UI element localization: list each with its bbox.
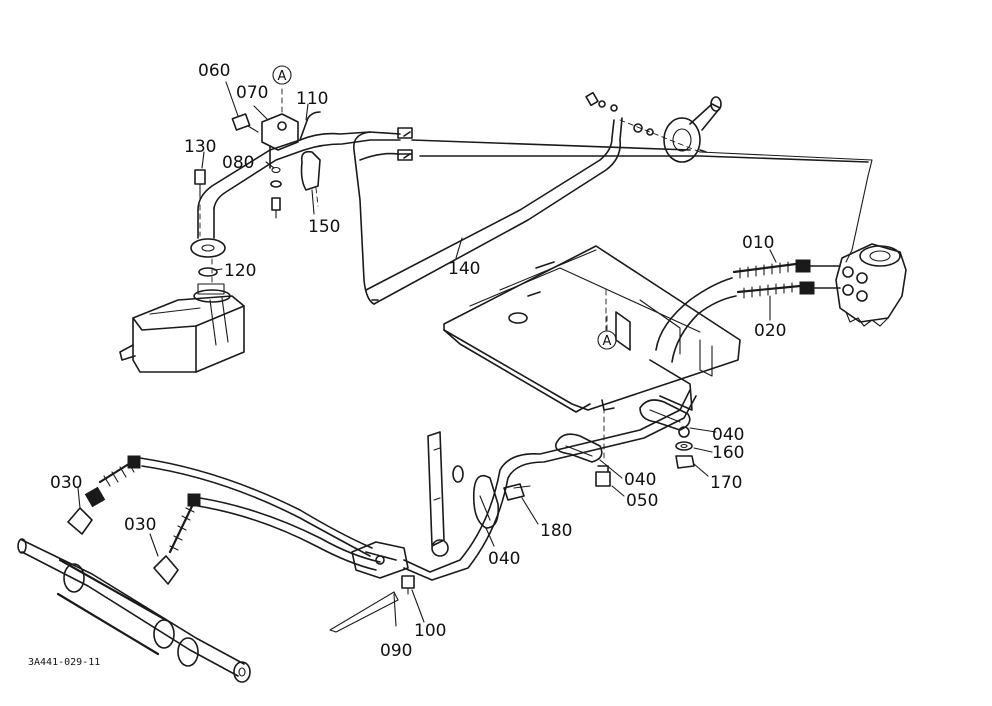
- label-160: 160: [712, 443, 744, 463]
- label-140: 140: [448, 259, 480, 279]
- label-060: 060: [198, 61, 230, 81]
- label-110: 110: [296, 89, 328, 109]
- part-labels: 060 070 110 130 080 150 120 140 010 020 …: [50, 61, 786, 661]
- leader-lines: [77, 81, 777, 627]
- hose-020: [671, 281, 841, 363]
- clamp-040-lower: [472, 474, 500, 529]
- label-040-middle: 040: [624, 470, 656, 490]
- label-090: 090: [380, 641, 412, 661]
- svg-text:A: A: [278, 69, 287, 84]
- label-120: 120: [224, 261, 256, 281]
- label-030-right: 030: [124, 515, 156, 535]
- label-180: 180: [540, 521, 572, 541]
- control-valve-top: [585, 91, 722, 163]
- label-100: 100: [414, 621, 446, 641]
- label-040-upper: 040: [712, 425, 744, 445]
- steering-cylinder: [17, 538, 251, 683]
- reference-mark-a-mid: A: [597, 311, 617, 350]
- bolt-130: [194, 169, 206, 237]
- washer-160: [675, 441, 693, 451]
- floor-plate: [443, 245, 741, 413]
- clamp-090: [351, 541, 409, 579]
- pump-flange: [190, 207, 226, 277]
- support-bracket: [427, 431, 464, 557]
- label-130: 130: [184, 137, 216, 157]
- label-050: 050: [626, 491, 658, 511]
- svg-text:A: A: [603, 334, 612, 349]
- label-170: 170: [710, 473, 742, 493]
- label-040-lower: 040: [488, 549, 520, 569]
- bolt-180: [503, 483, 531, 501]
- reference-mark-a-top: A: [272, 65, 292, 85]
- hose-fitting-030-left: [67, 455, 141, 535]
- label-030-left: 030: [50, 473, 82, 493]
- label-020: 020: [754, 321, 786, 341]
- hose-010: [655, 259, 841, 351]
- nut-170: [675, 455, 695, 469]
- washer-080: [270, 166, 282, 219]
- lower-pipe-run: [139, 389, 697, 633]
- clamp-040-upper: [601, 399, 691, 438]
- hose-fitting-030-right: [153, 493, 201, 585]
- clamp-150: [300, 150, 321, 207]
- pipe-140: [353, 117, 869, 305]
- pipe-110: [197, 111, 401, 211]
- label-070: 070: [236, 83, 268, 103]
- power-steering-unit: [835, 243, 907, 327]
- drawing-code: 3A441-029-11: [28, 657, 100, 668]
- bolt-100: [401, 575, 415, 595]
- label-010: 010: [742, 233, 774, 253]
- clamp-040-middle: [554, 433, 603, 463]
- bolt-060: [231, 113, 259, 133]
- label-150: 150: [308, 217, 340, 237]
- label-080: 080: [222, 153, 254, 173]
